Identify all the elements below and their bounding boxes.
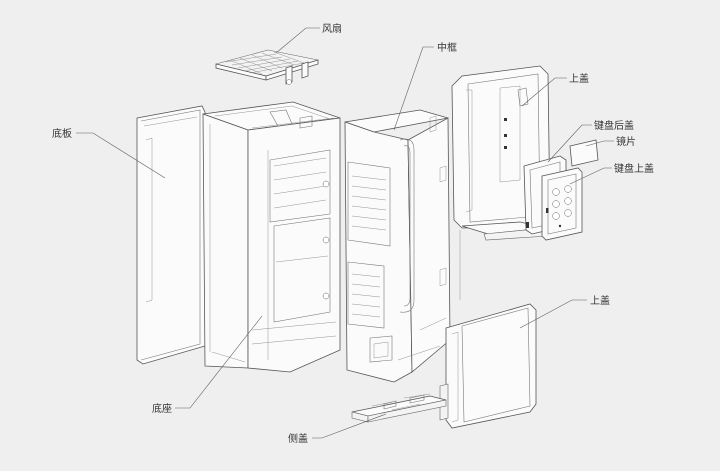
top-cover-lower-part <box>439 303 537 429</box>
side-cover-label: 侧盖 <box>288 432 308 445</box>
bottom-plate-leader <box>76 132 166 179</box>
bottom-plate-label: 底板 <box>52 127 72 140</box>
keyboard-top-cover-label: 键盘上盖 <box>614 162 654 175</box>
base-leader <box>175 315 263 409</box>
fan-part <box>215 49 319 85</box>
base-label: 底座 <box>152 402 172 415</box>
side-cover-part <box>351 393 447 423</box>
top-cover-lower-leader <box>519 299 587 329</box>
keyboard-top-cover-leader <box>569 167 612 185</box>
top-cover-lower-label: 上盖 <box>590 294 610 307</box>
middle-frame-part <box>344 109 451 383</box>
side-cover-leader <box>312 413 387 439</box>
top-cover-upper-leader <box>521 77 567 107</box>
base-part <box>202 101 341 373</box>
keyboard-back-cover-leader <box>547 124 592 163</box>
top-cover-upper-label: 上盖 <box>569 72 589 85</box>
keyboard-top-cover-part <box>541 167 583 241</box>
bottom-plate-part <box>136 105 206 365</box>
lens-part <box>569 139 599 167</box>
lens-leader <box>585 140 614 147</box>
fan-label: 风扇 <box>322 22 342 35</box>
lens-label: 镜片 <box>616 135 636 148</box>
keyboard-back-cover-label: 键盘后盖 <box>594 119 634 132</box>
middle-frame-label: 中框 <box>437 41 457 54</box>
middle-frame-leader <box>393 46 434 131</box>
fan-leader <box>275 27 320 54</box>
